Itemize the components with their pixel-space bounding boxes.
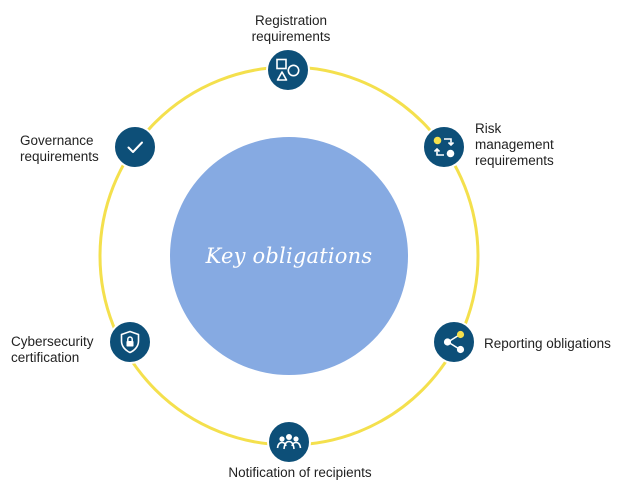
cybersecurity-label: Cybersecurity certification <box>11 334 94 365</box>
shield-lock-icon <box>120 330 140 354</box>
notification-node[interactable] <box>267 420 311 464</box>
reporting-label: Reporting obligations <box>484 336 611 351</box>
registration-label: Registration requirements <box>251 13 331 44</box>
center-title: Key obligations <box>205 244 373 268</box>
reporting-node[interactable] <box>432 320 476 364</box>
risk-management-node[interactable] <box>422 125 466 169</box>
share-network-icon <box>443 330 465 354</box>
shapes-icon <box>276 58 300 81</box>
group-people-icon <box>276 434 302 450</box>
registration-node[interactable] <box>266 48 310 92</box>
governance-node[interactable] <box>113 125 157 169</box>
checkmark-icon <box>127 141 143 153</box>
process-flow-icon <box>433 136 455 158</box>
governance-label: Governance requirements <box>20 133 99 164</box>
cybersecurity-node[interactable] <box>108 320 152 364</box>
center-circle: Key obligations <box>170 137 408 375</box>
risk-management-label: Risk management requirements <box>475 121 554 168</box>
notification-label: Notification of recipients <box>228 465 372 480</box>
